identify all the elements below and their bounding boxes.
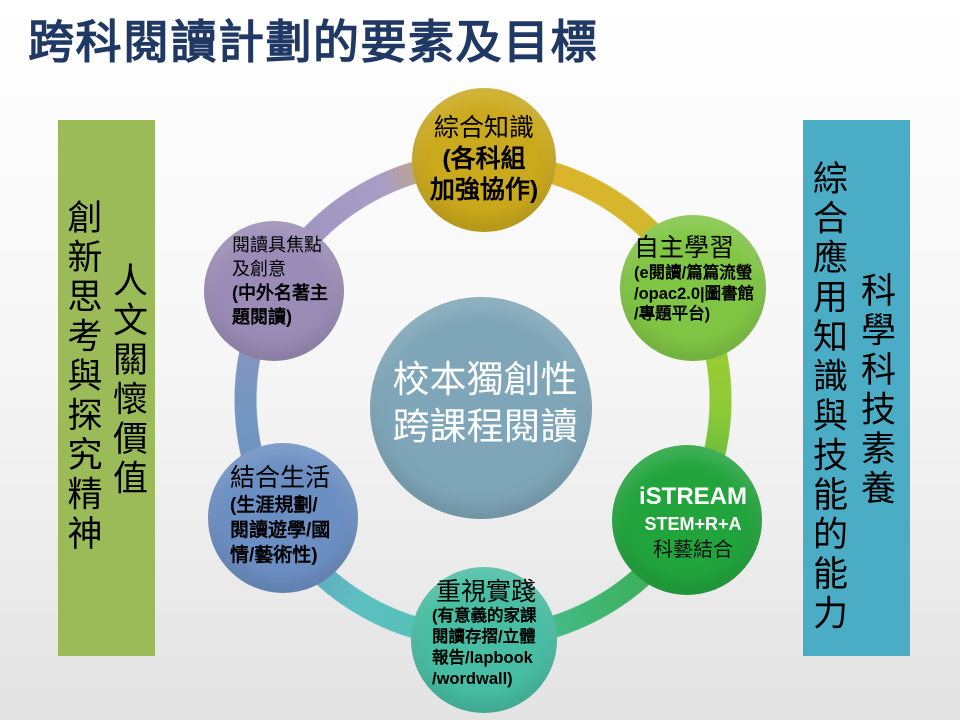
node-text: iSTREAM STEM+R+A 科藝結合 [624,483,762,563]
center-line: 校本獨創性 [392,359,578,400]
node-text: 結合生活 (生涯規劃/ 閱讀遊學/國 情/藝術性) [230,463,330,568]
node-line: STEM+R+A [644,514,742,534]
slide-title: 跨科閱讀計劃的要素及目標 [28,16,598,68]
node-top-right: 自主學習 (e閱讀/篇篇流螢 /opac2.0|圖書館 /專題平台) [620,215,766,361]
node-line: 科藝結合 [653,539,733,561]
node-line: /opac2.0|圖書館 [634,284,755,303]
node-bottom-left: 結合生活 (生涯規劃/ 閱讀遊學/國 情/藝術性) [208,443,358,593]
node-text: 閱讀具焦點 及創意 (中外名著主 題閱讀) [232,233,328,329]
node-bottom: 重視實踐 (有意義的家課 閱讀存摺/立體 報告/lapbook /wordwal… [411,567,557,713]
node-text: 綜合知識 (各科組 加強協作) [412,113,556,206]
node-line: 題閱讀) [232,307,292,327]
node-heading: 重視實踐 [436,578,537,606]
node-text: 重視實踐 (有意義的家課 閱讀存摺/立體 報告/lapbook /wordwal… [432,578,537,690]
node-line: (各科組 [442,145,526,173]
node-line: 加強協作) [429,176,539,204]
right-panel: 綜合應用知識與技能的能力 科學科技素養 [803,120,910,656]
left-panel: 創新思考與探究精神 人文關懷價值 [58,120,155,656]
node-line: (中外名著主 [232,283,328,303]
node-line: 閱讀遊學/國 [230,520,331,541]
center-line: 跨課程閱讀 [392,406,578,447]
node-heading: 自主學習 [634,234,735,262]
node-line: (生涯規劃/ [230,495,318,516]
node-line: /專題平台) [634,305,711,323]
center-text: 校本獨創性 跨課程閱讀 [378,356,592,450]
node-line: 報告/lapbook [432,649,533,667]
left-panel-left-column-text: 創新思考與探究精神 [62,199,102,555]
node-line: 閱讀存摺/立體 [432,628,536,646]
right-panel-right-column-text: 科學科技素養 [856,272,895,509]
center-circle: 校本獨創性 跨課程閱讀 [370,297,592,519]
node-top: 綜合知識 (各科組 加強協作) [412,88,556,232]
node-heading: 結合生活 [230,464,331,492]
node-heading: 閱讀具焦點 [232,235,322,255]
node-heading: iSTREAM [639,483,747,510]
node-bottom-right: iSTREAM STEM+R+A 科藝結合 [612,445,762,595]
node-line: 及創意 [232,259,286,279]
node-heading: 綜合知識 [433,114,534,142]
node-line: (e閱讀/篇篇流螢 [634,264,753,282]
node-text: 自主學習 (e閱讀/篇篇流螢 /opac2.0|圖書館 /專題平台) [634,233,754,325]
node-line: 情/藝術性) [230,545,318,566]
right-panel-left-column-text: 綜合應用知識與技能的能力 [808,160,847,634]
node-line: (有意義的家課 [432,607,537,625]
node-line: /wordwall) [432,670,513,688]
left-panel-right-column-text: 人文關懷價值 [108,262,147,499]
node-top-left: 閱讀具焦點 及創意 (中外名著主 題閱讀) [204,221,344,361]
